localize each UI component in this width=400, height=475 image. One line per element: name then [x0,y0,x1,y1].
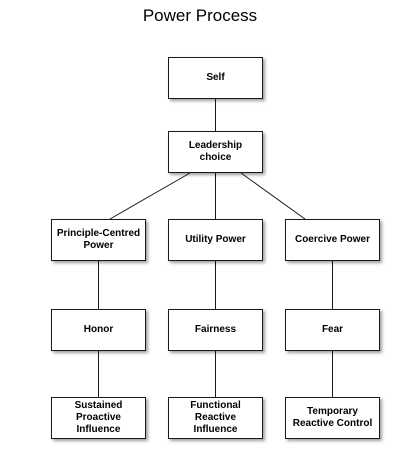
edge-leadership-coercive [240,172,306,220]
node-fairness: Fairness [168,309,263,351]
edge-leadership-principle [109,172,191,220]
node-label: Honor [83,324,114,335]
diagram-title: Power Process [142,6,258,25]
node-fear: Fear [285,309,380,351]
node-self: Self [168,57,263,99]
node-coercive-power: Coercive Power [285,219,380,261]
node-label: Utility Power [185,234,246,245]
node-label: Fear [321,324,344,335]
node-label: Fairness [194,324,237,335]
node-honor: Honor [51,309,146,351]
node-label: Self [206,72,225,83]
node-label: Coercive Power [294,234,371,245]
node-utility-power: Utility Power [168,219,263,261]
